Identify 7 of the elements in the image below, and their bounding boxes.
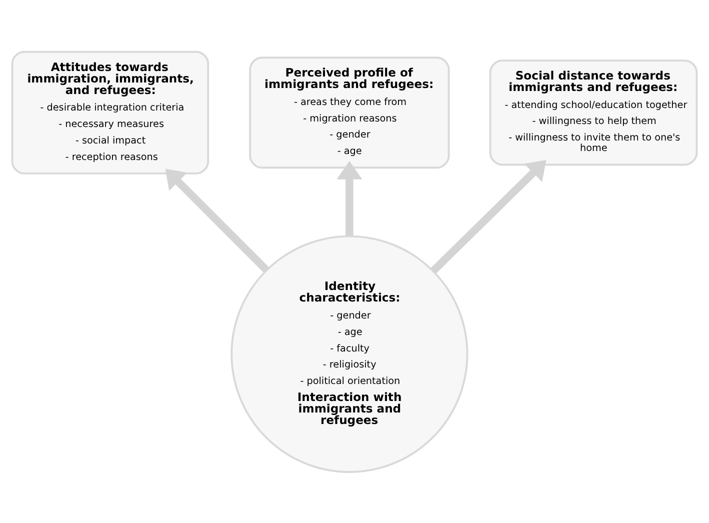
node-box: Attitudes towards immigration, immigrants, and refugees: - desirable integration criteria - necessary measures - social impact - reception reasons: [11, 50, 210, 174]
arrow: [430, 160, 546, 273]
arrow: [336, 160, 362, 236]
arrow: [165, 168, 270, 272]
node-circle: Identity characteristics: - gender - age - faculty - religiosity - political orientation Interaction with immigrants and refugees: [230, 234, 468, 472]
node-box: Perceived profile of immigrants and refugees: - areas they come from - migration reasons - gender - age: [249, 56, 450, 168]
node-box: Social distance towards immigrants and refugees: - attending school/education together - willingness to help them - willingness to invite them to one's home: [489, 59, 698, 166]
